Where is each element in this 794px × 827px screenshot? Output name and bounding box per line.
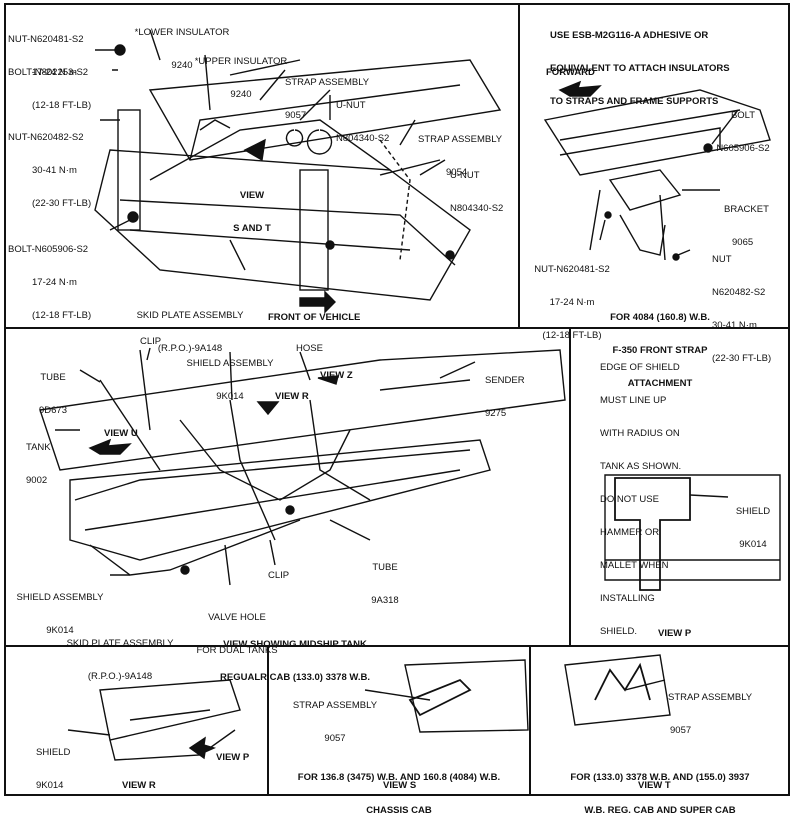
label-skid-plate-middle: SKID PLATE ASSEMBLY (R.P.O.)-9A148 xyxy=(66,638,174,682)
caption-midship-tank: VIEW SHOWING MIDSHIP TANK REGUALR CAB (1… xyxy=(220,639,370,683)
label-skid-plate-top: SKID PLATE ASSEMBLY (R.P.O.)-9A148 xyxy=(136,310,244,354)
label-view-p-arrow: VIEW P xyxy=(216,752,250,763)
bracket-drawing xyxy=(543,80,771,261)
caption-view-r: VIEW R xyxy=(122,780,156,791)
label-valve-hole: VALVE HOLE FOR DUAL TANKS xyxy=(196,612,278,656)
label-clip-top: CLIP xyxy=(140,336,162,347)
label-hose: HOSE xyxy=(296,343,323,354)
label-view-s-t: VIEW S AND T xyxy=(233,190,271,234)
label-edge-of-shield-note: EDGE OF SHIELD MUST LINE UP WITH RADIUS … xyxy=(600,362,682,637)
label-bolt-n605906: BOLT-N605906-S2 17-24 N·m (12-18 FT-LB) xyxy=(8,244,92,321)
view-p-drawing xyxy=(604,474,781,591)
label-upper-insulator: *UPPER INSULATOR 9240 xyxy=(194,56,288,100)
caption-f350-strap: FOR 4084 (160.8) W.B. F-350 FRONT STRAP … xyxy=(610,312,710,389)
label-view-r: VIEW R xyxy=(275,391,309,402)
label-u-nut-right: U-NUT N804340-S2 xyxy=(450,170,504,214)
label-clip-bottom: CLIP xyxy=(268,570,290,581)
label-bolt-n802253: BOLT-N802253-S2 xyxy=(8,67,89,78)
front-frame-drawing xyxy=(94,29,502,314)
view-s-drawing xyxy=(364,659,529,733)
panel-bottom-right xyxy=(529,645,790,796)
view-t-drawing xyxy=(564,654,671,726)
label-nut-bracket-right: NUT N620482-S2 30-41 N·m (22-30 FT-LB) xyxy=(712,254,772,364)
midship-tank-drawing xyxy=(39,347,566,586)
label-tube-9a318: TUBE 9A318 xyxy=(371,562,399,606)
label-bracket: BRACKET 9065 xyxy=(724,204,769,248)
label-view-u: VIEW U xyxy=(104,428,138,439)
label-shield-view-p: SHIELD 9K014 xyxy=(735,506,771,550)
label-shield-assembly-left: SHIELD ASSEMBLY 9K014 xyxy=(16,592,104,636)
view-r-drawing xyxy=(67,679,241,761)
caption-view-p: VIEW P xyxy=(658,628,692,639)
label-view-z: VIEW Z xyxy=(320,370,353,381)
label-lower-insulator: *LOWER INSULATOR 9240 xyxy=(134,27,230,71)
label-forward: FORWARD xyxy=(546,67,595,78)
label-nut-top: NUT-N620481-S2 17-24 N·m (12-18 FT-LB) xyxy=(8,34,92,111)
label-strap-9054: STRAP ASSEMBLY 9054 xyxy=(418,134,503,178)
label-adhesive-note: USE ESB-M2G116-A ADHESIVE OR EQUIVALENT … xyxy=(550,30,730,107)
label-shield-assembly-top: SHIELD ASSEMBLY 9K014 xyxy=(186,358,274,402)
line-drawings xyxy=(39,29,781,761)
label-strap-view-s: STRAP ASSEMBLY 9057 xyxy=(292,700,378,744)
label-strap-9057: STRAP ASSEMBLY 9057 xyxy=(285,77,370,121)
caption-view-t: VIEW T xyxy=(638,780,671,791)
label-u-nut-left: U-NUT N804340-S2 xyxy=(336,100,390,144)
label-tank: TANK 9002 xyxy=(26,442,51,486)
label-bolt-right: BOLT N605906-S2 xyxy=(716,110,770,154)
label-sender: SENDER 9275 xyxy=(485,375,525,419)
caption-view-s: VIEW S xyxy=(383,780,417,791)
label-nut-n620482: NUT-N620482-S2 30-41 N·m (22-30 FT-LB) xyxy=(8,132,92,209)
label-front-of-vehicle: FRONT OF VEHICLE xyxy=(268,312,361,323)
label-shield-view-r: SHIELD 9K014 xyxy=(36,747,71,791)
label-strap-view-t: STRAP ASSEMBLY 9057 xyxy=(668,692,753,736)
label-tube-9d673: TUBE 9D673 xyxy=(39,372,67,416)
label-nut-bracket-left: NUT-N620481-S2 17-24 N·m (12-18 FT-LB) xyxy=(534,264,610,341)
